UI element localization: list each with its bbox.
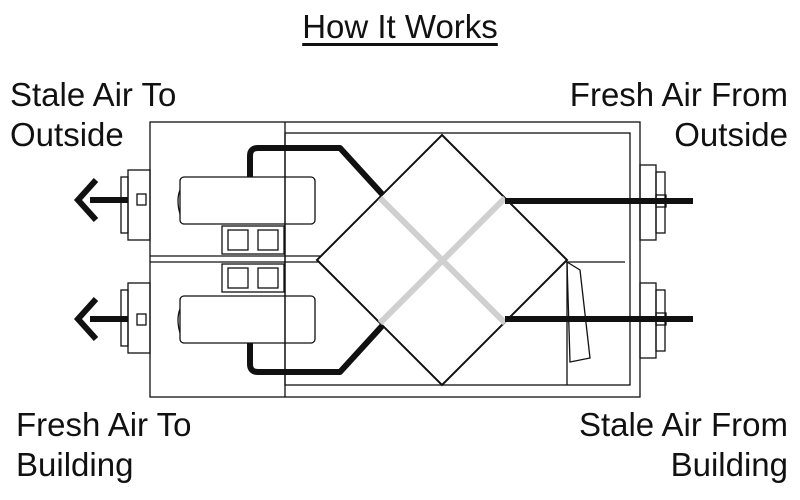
blower-bottom-inlet (177, 308, 181, 334)
port-left-bottom-collar (127, 282, 151, 354)
label-stale-air-to-outside: Stale Air To Outside (10, 76, 177, 153)
housing-outline (149, 121, 641, 398)
port-left-top-flange (120, 176, 129, 234)
port-left-bottom-sensor (136, 313, 147, 326)
label-fresh-air-to-building: Fresh Air To Building (16, 406, 192, 483)
control-square-3 (227, 267, 249, 289)
diagram-title: How It Works (302, 8, 498, 45)
flow-stale-exhaust-path (247, 145, 385, 197)
core-divider-b (377, 195, 508, 326)
blower-top-inlet (177, 189, 181, 215)
control-square-2 (257, 229, 279, 251)
control-box-bottom (221, 263, 285, 293)
filter-flap (566, 260, 591, 363)
port-left-top-sensor (136, 193, 147, 206)
control-square-1 (227, 229, 249, 251)
blower-bottom (179, 295, 316, 344)
control-box-top (221, 225, 285, 255)
blower-top (179, 176, 316, 225)
arrow-left-icon (73, 177, 99, 223)
label-fresh-air-from-outside: Fresh Air From Outside (569, 76, 788, 153)
flow-fresh-supply-path (247, 323, 385, 375)
label-stale-air-from-building: Stale Air From Building (578, 406, 788, 483)
control-square-4 (257, 267, 279, 289)
arrow-left-icon (73, 296, 99, 342)
